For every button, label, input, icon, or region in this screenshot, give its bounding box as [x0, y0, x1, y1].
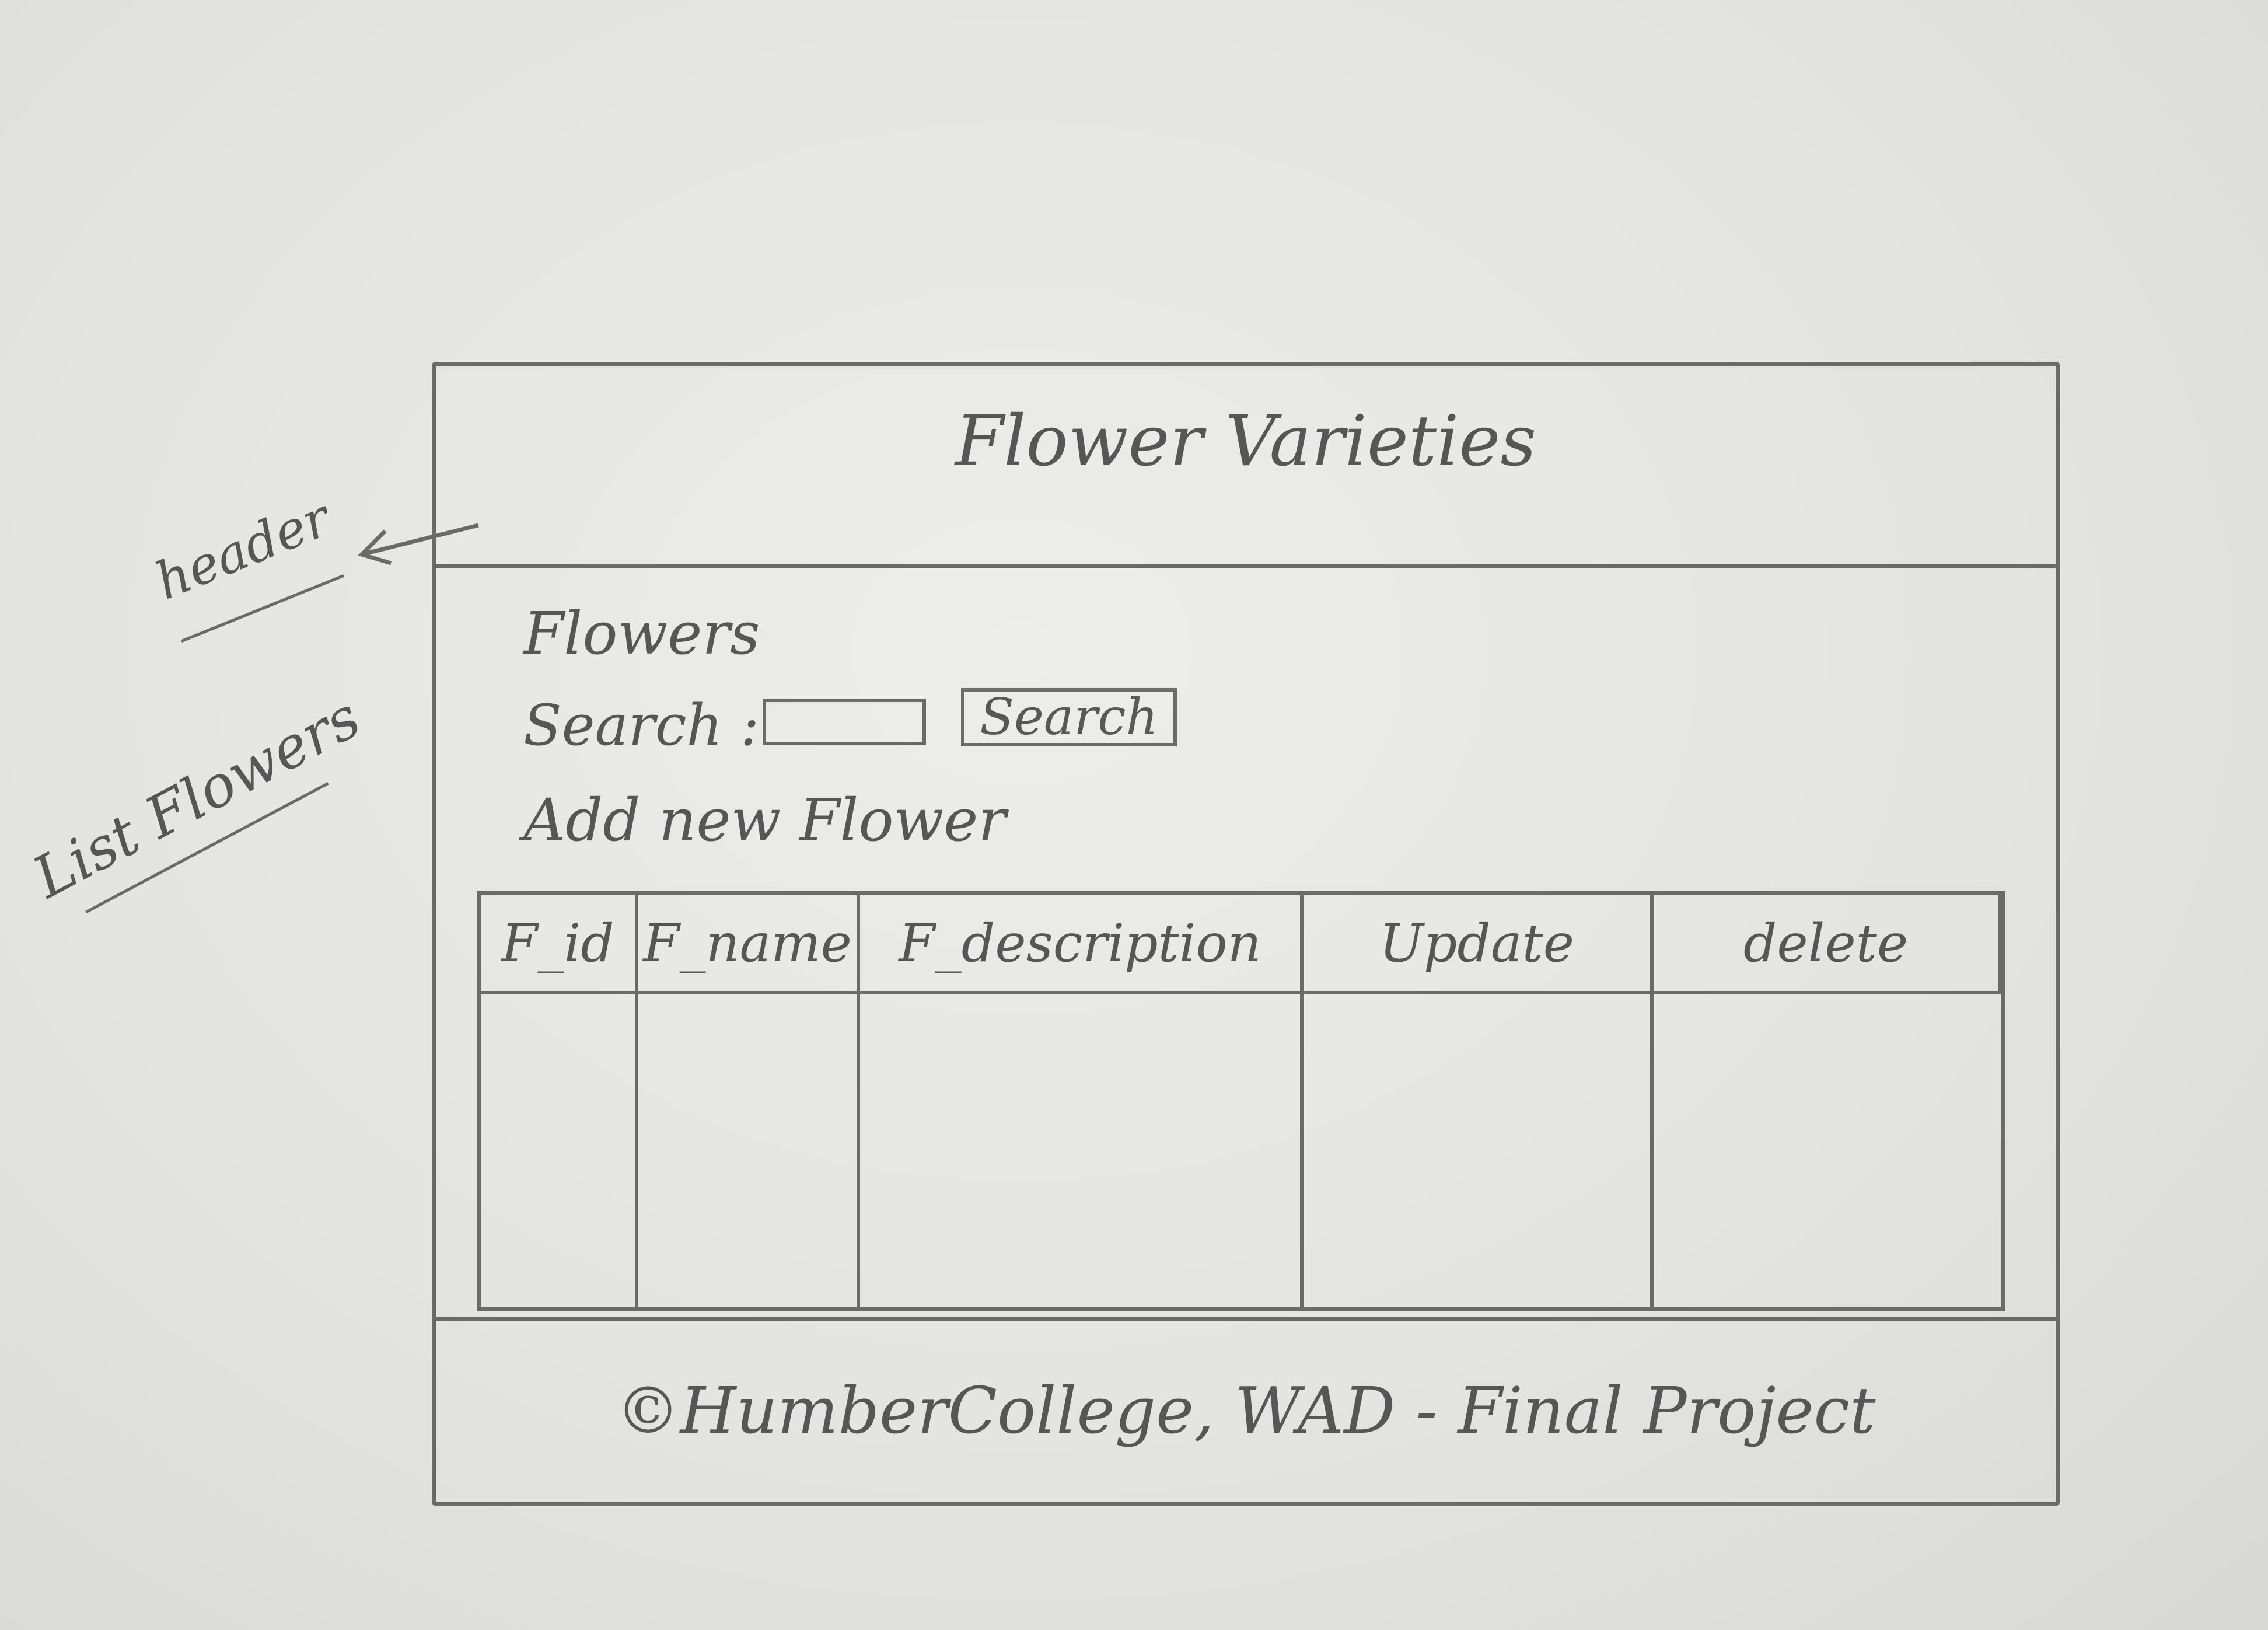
table-cell-id — [481, 994, 638, 1307]
column-header-delete: delete — [1654, 895, 2001, 994]
column-header-description: F_description — [860, 895, 1304, 994]
table-cell-update[interactable] — [1304, 994, 1654, 1307]
footer-bar: ©HumberCollege, WAD - Final Project — [436, 1317, 2056, 1502]
search-label: Search : — [523, 693, 760, 758]
page-title: Flower Varieties — [955, 401, 1537, 482]
section-title: Flowers — [523, 599, 760, 668]
search-button[interactable]: Search — [961, 688, 1177, 746]
table-cell-delete[interactable] — [1654, 994, 2001, 1307]
header-bar: Flower Varieties — [436, 366, 2056, 568]
add-flower-link[interactable]: Add new Flower — [523, 786, 1007, 854]
column-header-id: F_id — [481, 895, 638, 994]
flowers-table: F_id F_name F_description Update delete — [477, 891, 2005, 1311]
table-cell-description — [860, 994, 1304, 1307]
wireframe-frame: Flower Varieties Flowers Search : Search… — [432, 362, 2060, 1506]
footer-text: ©HumberCollege, WAD - Final Project — [616, 1373, 1876, 1448]
column-header-update: Update — [1304, 895, 1654, 994]
column-header-name: F_name — [638, 895, 860, 994]
table-cell-name — [638, 994, 860, 1307]
arrow-icon — [358, 523, 479, 566]
search-input[interactable] — [763, 699, 926, 745]
